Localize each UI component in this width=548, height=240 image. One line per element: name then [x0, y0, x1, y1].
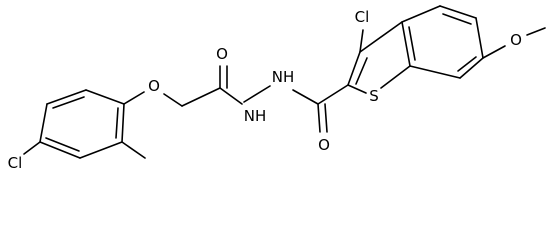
chloromethyl-phenyl-ring — [39, 89, 125, 159]
atom-o-ether: O — [148, 77, 160, 95]
atom-o-amide-right: O — [318, 136, 330, 154]
atom-cl-phenyl: Cl — [8, 154, 23, 172]
bond-ring-o-methoxy — [482, 45, 506, 59]
atom-o-methoxy: O — [510, 31, 522, 49]
atom-s-ring: S — [369, 87, 379, 105]
benzothiophene-thiophene-ring — [347, 21, 411, 94]
bond-o-methyl — [526, 27, 546, 36]
molecule-canvas: Cl S O O NH NH O O — [8, 5, 546, 172]
bond-aryl-methyl — [121, 141, 146, 159]
amide-carbonyl-left — [181, 65, 243, 107]
atom-cl-thiophene: Cl — [355, 8, 370, 26]
bond-o-aryl — [123, 91, 145, 105]
bond-c3-cl — [359, 29, 364, 53]
bond-aryl-cl — [23, 141, 41, 155]
amide-carbonyl-right — [292, 84, 349, 133]
atom-o-amide-left: O — [216, 45, 228, 63]
bond-ch2-o — [163, 93, 183, 107]
benzothiophene-benzene-ring — [401, 5, 484, 79]
bond-n-n — [243, 85, 271, 103]
molecule-structure: Cl S O O NH NH O O — [8, 5, 546, 172]
atom-nh-left: NH — [244, 107, 267, 125]
atom-nh-right: NH — [272, 68, 295, 86]
